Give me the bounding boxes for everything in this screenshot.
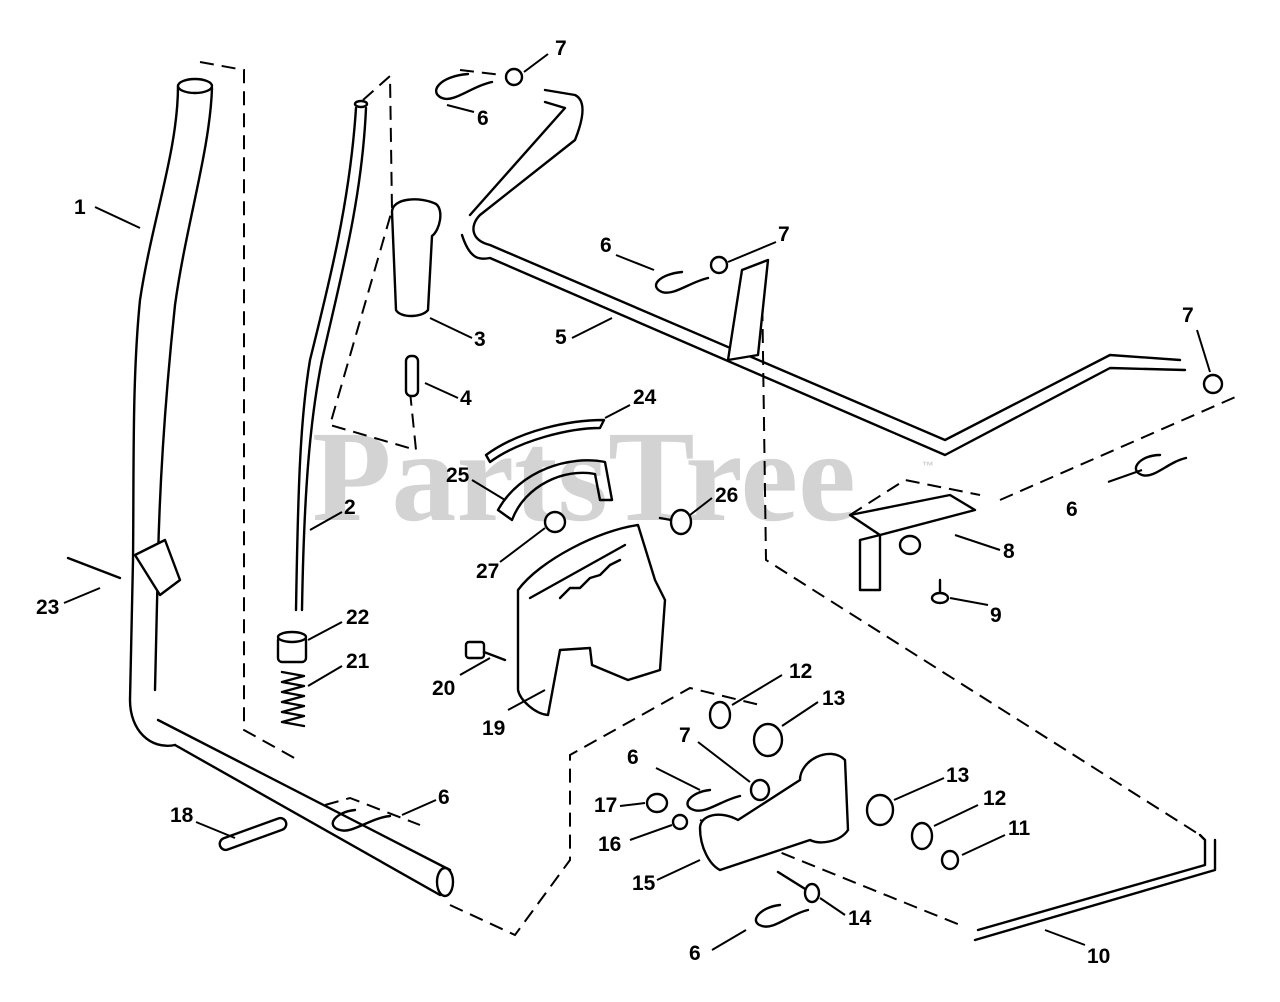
part-27-nut (543, 510, 567, 534)
part-6-hairpin (435, 72, 494, 101)
callout-label: 7 (1182, 304, 1194, 327)
callout-label: 12 (789, 660, 812, 683)
callout-label: 6 (1066, 498, 1078, 521)
part-9-screw (930, 578, 950, 605)
callout-label: 25 (446, 464, 470, 487)
callout-label: 10 (1087, 945, 1110, 968)
part-13-bushing (752, 722, 784, 758)
callout-label: 6 (477, 107, 489, 130)
part-23-pin (66, 556, 122, 580)
part-8-bracket (848, 493, 977, 592)
callout-label: 15 (632, 872, 656, 895)
callout-layer: 1 2 3 4 5 6 6 6 6 6 6 7 7 7 7 8 9 (36, 37, 1211, 968)
callout-label: 23 (36, 596, 59, 619)
callout-label: 11 (1008, 817, 1031, 840)
callout-label: 12 (983, 787, 1006, 810)
callout-label: 6 (627, 746, 639, 769)
callout-label: 13 (946, 764, 969, 787)
callout-label: 6 (438, 786, 450, 809)
callout-label: 4 (460, 387, 472, 410)
callout-label: 5 (555, 326, 567, 349)
part-5-bent-rod (460, 88, 1187, 457)
watermark-trademark: ™ (922, 459, 934, 473)
callout-label: 16 (598, 833, 621, 856)
part-26-bolt (658, 508, 693, 536)
part-16-washer (671, 813, 689, 831)
callout-label: 22 (346, 606, 369, 629)
part-6-hairpin (686, 788, 742, 812)
callout-label: 8 (1003, 540, 1015, 563)
part-7-washer (1202, 373, 1224, 395)
part-6-hairpin (331, 808, 392, 832)
callout-label: 20 (432, 677, 455, 700)
callout-label: 21 (346, 650, 370, 673)
part-25-bracket (496, 459, 614, 522)
part-15-arm (698, 752, 850, 872)
callout-label: 13 (822, 687, 845, 710)
callout-label: 19 (482, 717, 505, 740)
callout-label: 17 (594, 794, 617, 817)
part-18-pin (218, 816, 288, 852)
part-3-knob (390, 198, 442, 318)
part-12-washer (910, 821, 934, 851)
callout-label: 27 (476, 560, 499, 583)
callout-label: 18 (170, 804, 194, 827)
part-7-washer (749, 778, 771, 802)
callout-label: 3 (474, 328, 486, 351)
callout-label: 7 (555, 37, 567, 60)
part-13-bushing (865, 793, 895, 827)
callout-label: 7 (679, 724, 691, 747)
part-11-clip (940, 849, 960, 871)
part-22-collar (276, 630, 308, 664)
part-21-spring (280, 670, 306, 728)
callout-label: 24 (633, 386, 657, 409)
part-1-lever-tube (128, 77, 455, 898)
callout-label: 14 (848, 907, 872, 930)
part-14-bolt (776, 870, 821, 904)
part-7-washer (504, 67, 524, 87)
callout-label: 26 (715, 484, 738, 507)
part-2-rod (294, 99, 369, 612)
part-20-bolt (464, 640, 507, 662)
part-12-washer (708, 700, 732, 730)
callout-label: 6 (600, 234, 612, 257)
part-10-rod (973, 833, 1217, 942)
callout-label: 7 (778, 223, 790, 246)
part-6-hairpin (754, 903, 810, 928)
part-6-hairpin (654, 270, 710, 294)
part-19-plate (516, 523, 667, 717)
callout-label: 1 (74, 196, 86, 219)
part-24-strip (484, 418, 606, 464)
part-4-pin (404, 354, 420, 398)
part-6-hairpin (1134, 453, 1188, 477)
callout-label: 9 (990, 604, 1002, 627)
callout-label: 6 (689, 942, 701, 965)
callout-label: 2 (344, 496, 356, 519)
part-17-nut (645, 792, 669, 814)
part-7-washer (709, 255, 729, 275)
